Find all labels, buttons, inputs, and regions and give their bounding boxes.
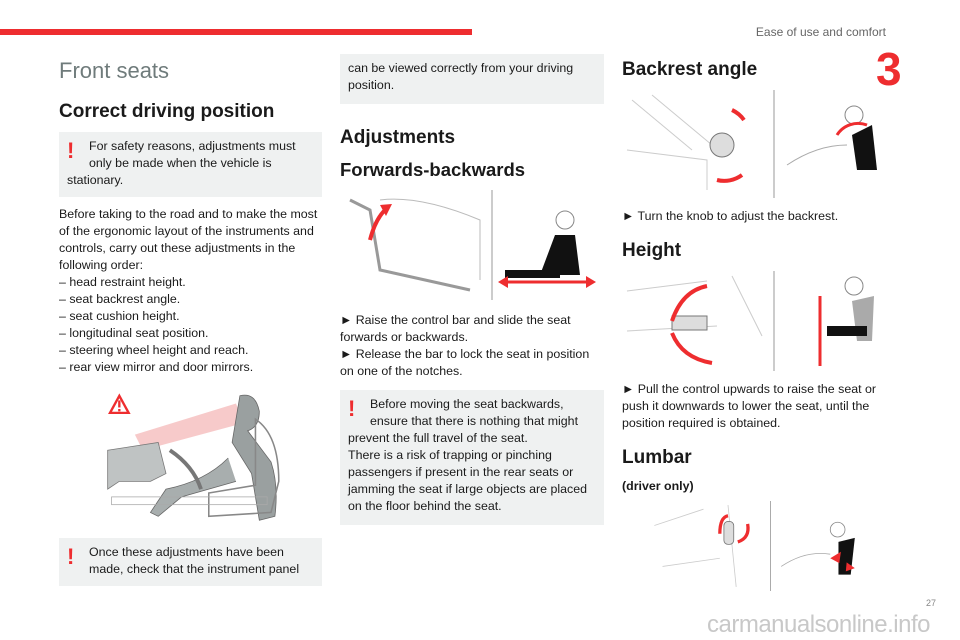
header-accent-bar — [0, 29, 472, 35]
chapter-number: 3 — [876, 43, 902, 95]
list-item: – longitudinal seat position. — [59, 326, 209, 340]
list-item: – seat backrest angle. — [59, 292, 181, 306]
warning-note-backwards: !Before moving the seat backwards, ensur… — [340, 390, 604, 525]
heading-backrest-angle: Backrest angle — [622, 59, 758, 80]
list-item: – seat cushion height. — [59, 309, 180, 323]
watermark: carmanualsonline.info — [707, 611, 930, 638]
column-2: can be viewed correctly from your drivin… — [340, 54, 604, 534]
page-title: Front seats — [59, 58, 170, 83]
height-illustration — [626, 271, 874, 371]
warning-note: !For safety reasons, adjustments must on… — [59, 132, 322, 197]
column-1: Front seats Correct driving position !Fo… — [59, 54, 322, 595]
heading-adjustments: Adjustments — [340, 127, 456, 148]
warning-note-instrument-panel: !Once these adjustments have been made, … — [59, 538, 322, 586]
driving-position-illustration — [107, 393, 280, 521]
continued-note: can be viewed correctly from your drivin… — [340, 54, 604, 104]
list-item: – rear view mirror and door mirrors. — [59, 360, 254, 374]
adjustment-list: – head restraint height. – seat backrest… — [59, 274, 322, 376]
column-3: Backrest angle ► Turn the knob to adjust… — [622, 54, 888, 591]
warning-icon: ! — [67, 544, 75, 569]
intro-text: Before taking to the road and to make th… — [59, 207, 318, 272]
backrest-step: ► Turn the knob to adjust the backrest. — [622, 209, 839, 223]
lumbar-note: (driver only) — [622, 479, 694, 493]
warning-icon: ! — [348, 396, 356, 421]
warning-icon: ! — [67, 138, 75, 163]
page-number: 27 — [926, 598, 937, 608]
forwards-backwards-illustration — [349, 190, 596, 300]
heading-forwards-backwards: Forwards-backwards — [340, 159, 526, 180]
heading-lumbar: Lumbar — [622, 447, 692, 468]
backrest-illustration — [626, 90, 877, 198]
height-step: ► Pull the control upwards to raise the … — [622, 382, 877, 430]
list-item: – steering wheel height and reach. — [59, 343, 249, 357]
lumbar-illustration — [654, 501, 855, 591]
step-1: ► Raise the control bar and slide the se… — [340, 313, 571, 344]
heading-height: Height — [622, 240, 682, 261]
step-2: ► Release the bar to lock the seat in po… — [340, 347, 590, 378]
list-item: – head restraint height. — [59, 275, 186, 289]
heading-correct-driving-position: Correct driving position — [59, 101, 275, 122]
section-title: Ease of use and comfort — [755, 25, 886, 39]
